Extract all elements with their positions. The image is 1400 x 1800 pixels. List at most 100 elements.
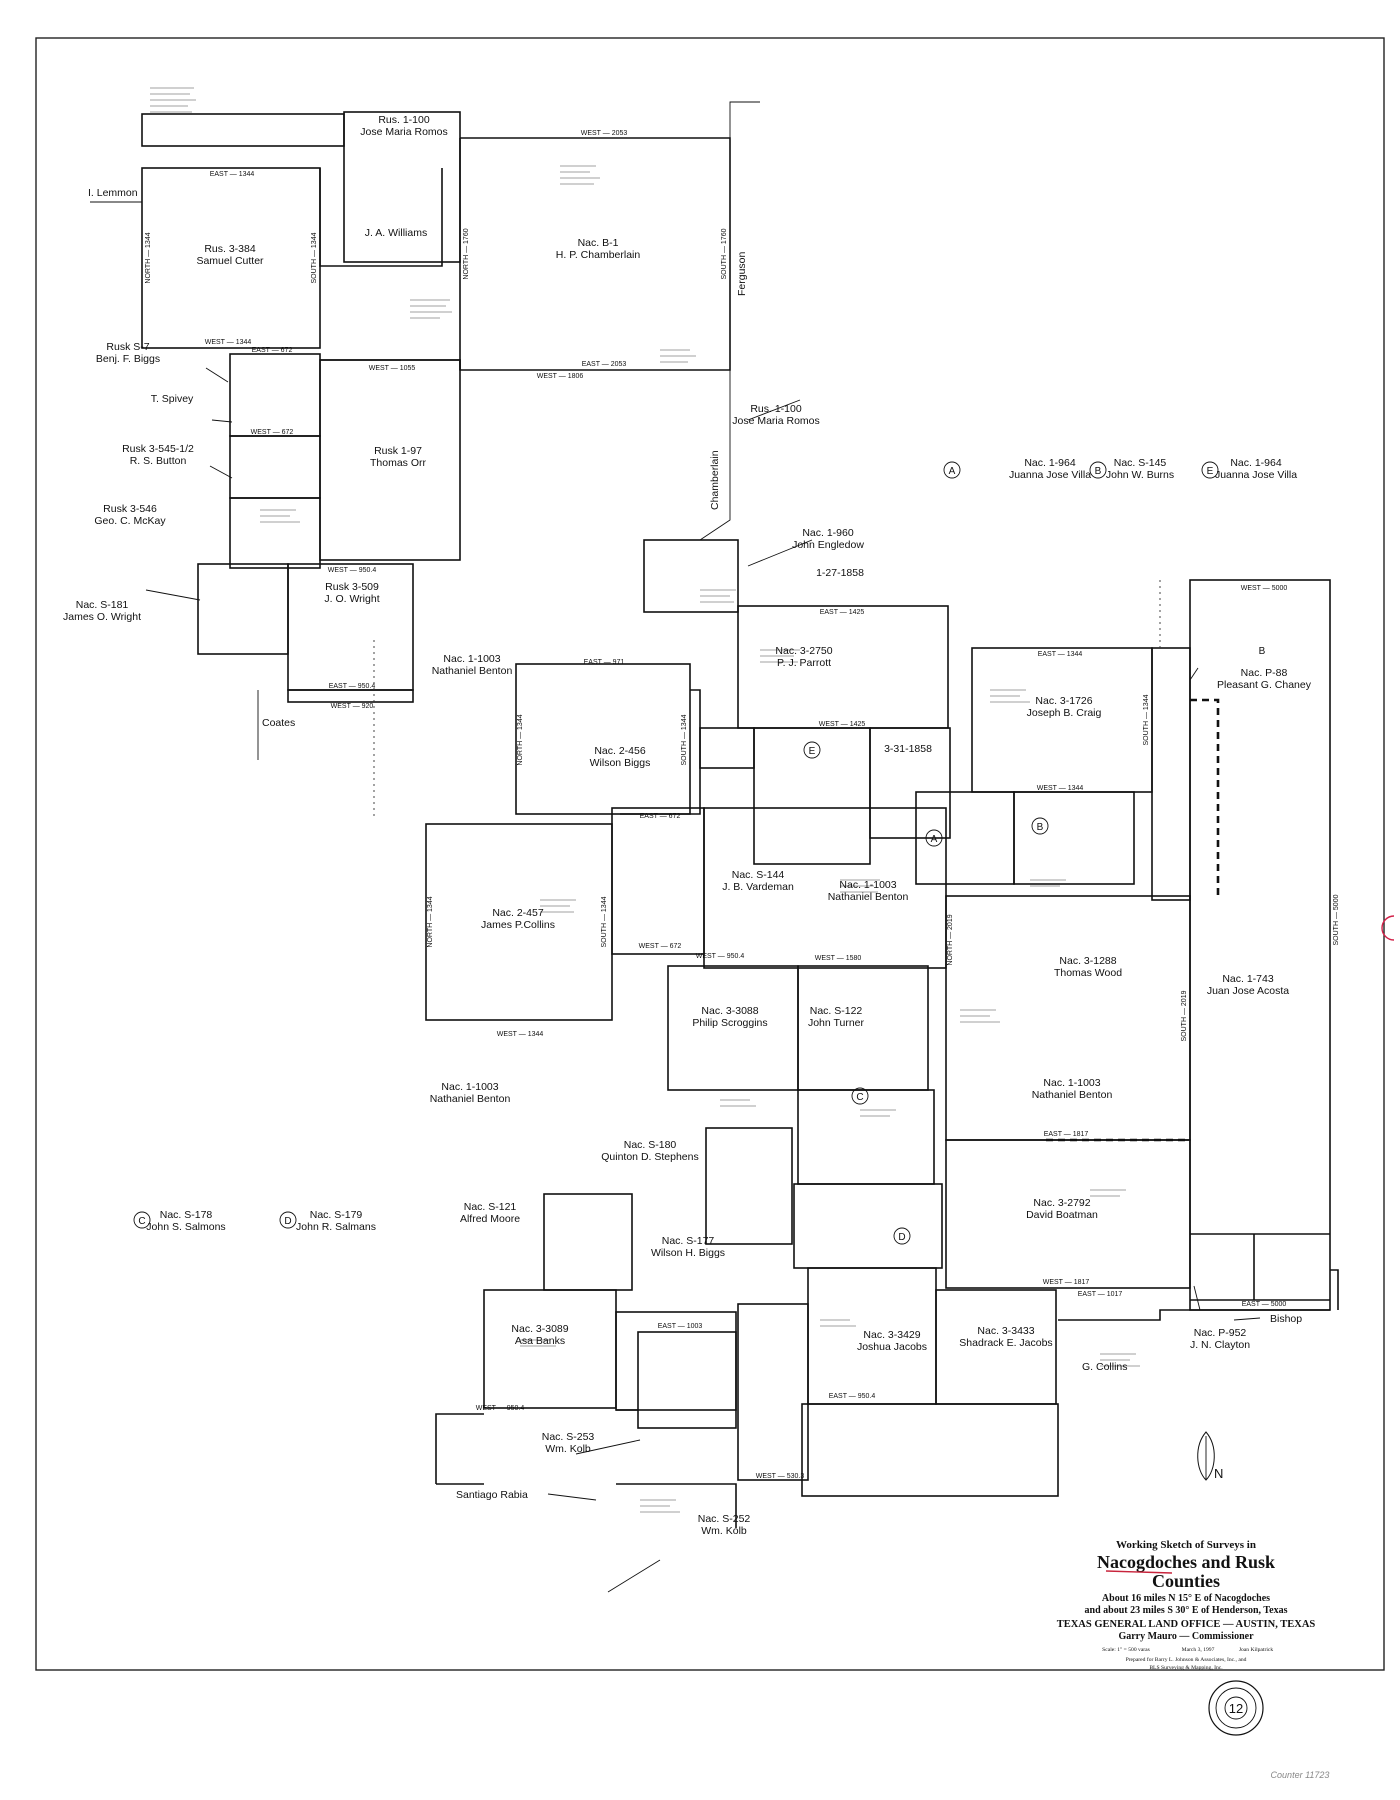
call-label: NORTH — 1344: [427, 896, 434, 947]
title-line-2: Nacogdoches and Rusk: [1097, 1552, 1275, 1572]
survey-grantee: Philip Scroggins: [692, 1017, 767, 1029]
marker-c-circle: C: [133, 1211, 151, 1229]
tract-boundary: [483, 1289, 617, 1409]
call-label: WEST — 1817: [1043, 1279, 1090, 1286]
survey-abstract: Rus. 3-384: [204, 243, 256, 255]
survey-abstract: Nac. S-252: [698, 1513, 751, 1525]
survey-abstract: Nac. 3-3433: [977, 1325, 1034, 1337]
adjoiner-chamberlain: Chamberlain: [709, 450, 721, 510]
survey-abstract: Nac. 1-1003: [441, 1081, 498, 1093]
title-line-3: Counties: [1152, 1571, 1220, 1591]
thin-dotted-lines: [373, 580, 1161, 820]
dashed-line: [1190, 698, 1220, 900]
survey-grantee: Pleasant G. Chaney: [1217, 679, 1312, 691]
tract-boundary: [319, 359, 461, 561]
survey-grantee: Wilson H. Biggs: [651, 1247, 725, 1259]
survey-grantee: Nathaniel Benton: [432, 665, 513, 677]
survey-grantee: J. B. Vardeman: [722, 881, 794, 893]
leader: [699, 370, 731, 541]
tract-boundary: [801, 1403, 1059, 1497]
survey-label: 3-31-1858: [884, 743, 932, 755]
tract-boundary: [945, 1139, 1191, 1289]
survey-abstract: Nac. 3-3088: [701, 1005, 758, 1017]
call-label: SOUTH — 5000: [1333, 894, 1340, 945]
survey-abstract: Nac. 3-1288: [1059, 955, 1116, 967]
survey-grantee: John Turner: [808, 1017, 865, 1029]
marker-e: E: [809, 746, 816, 757]
prepared-note-2: BLS Surveying & Mapping, Inc.: [1149, 1665, 1223, 1671]
leaders: [90, 101, 1261, 1593]
tract-boundary: [319, 168, 443, 267]
marker-b: B: [1095, 466, 1102, 477]
call-label: EAST — 1344: [1038, 651, 1083, 658]
call-label: SOUTH — 2019: [1181, 990, 1188, 1041]
call-label: WEST — 1425: [819, 721, 866, 728]
call-label: EAST — 1817: [1044, 1131, 1089, 1138]
tract-boundary: [611, 807, 705, 955]
county-name-underline: [1105, 1570, 1173, 1574]
survey-grantee: Wilson Biggs: [590, 757, 651, 769]
tract-boundary: [737, 605, 949, 729]
survey-abstract: Nac. S-180: [624, 1139, 677, 1151]
date-note: March 3, 1997: [1182, 1647, 1215, 1653]
survey-abstract: Nac. S-178: [160, 1209, 213, 1221]
tract-boundary: [705, 1127, 793, 1245]
call-label: EAST — 971: [584, 659, 625, 666]
survey-abstract: Nac. S-179: [310, 1209, 363, 1221]
survey-grantee: Joseph B. Craig: [1027, 707, 1102, 719]
survey-grantee: Joshua Jacobs: [857, 1341, 927, 1353]
marker-b: B: [1037, 822, 1044, 833]
leader: [1189, 667, 1199, 681]
survey-grantee: H. P. Chamberlain: [556, 249, 641, 261]
red-circle-fragment: [1381, 915, 1395, 941]
call-label: WEST — 1580: [815, 955, 862, 962]
survey-grantee: Asa Banks: [515, 1335, 565, 1347]
survey-abstract: Nac. 1-743: [1222, 973, 1274, 985]
survey-grantee: John Engledow: [792, 539, 864, 551]
tract-boundary: [543, 1193, 633, 1291]
leader: [1193, 1285, 1201, 1311]
survey-grantee: Nathaniel Benton: [1032, 1089, 1113, 1101]
call-label: WEST — 5000: [1241, 585, 1288, 592]
tract-boundary: [737, 1303, 809, 1481]
adjoiner-ferguson: Ferguson: [736, 251, 748, 296]
call-label: WEST — 1055: [369, 365, 416, 372]
call-label: WEST — 672: [251, 429, 294, 436]
survey-abstract: Nac. 2-456: [594, 745, 646, 757]
tract-boundary: [435, 1413, 484, 1484]
adjoiner-labels: I. Lemmon Ferguson Chamberlain Coates Bi…: [88, 187, 1302, 1501]
call-label: SOUTH — 1344: [681, 714, 688, 765]
call-label: WEST — 920: [331, 703, 374, 710]
leader: [211, 419, 233, 423]
survey-abstract: Nac. 3-1726: [1035, 695, 1092, 707]
leader: [145, 589, 201, 601]
tract-boundary: [643, 539, 739, 613]
call-label: WEST — 1344: [205, 339, 252, 346]
filing-note: Counter 11723: [1271, 1770, 1330, 1780]
tract-boundary: [637, 1331, 737, 1429]
survey-abstract: Rus. 1-100: [378, 114, 430, 126]
marker-a: A: [949, 466, 956, 477]
call-label: EAST — 1003: [658, 1323, 703, 1330]
tract-boundary: [515, 663, 691, 815]
call-label: SOUTH — 1344: [311, 232, 318, 283]
